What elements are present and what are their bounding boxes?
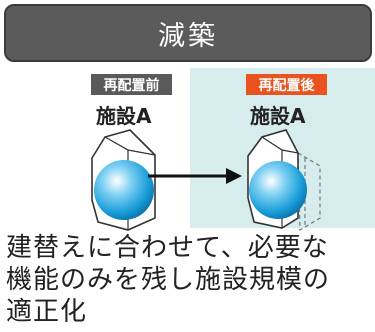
header-banner: 減築 bbox=[4, 4, 372, 62]
after-facility-label: 施設A bbox=[250, 104, 306, 128]
header-title: 減築 bbox=[158, 20, 218, 52]
description-line-1: 建替えに合わせて、必要な bbox=[6, 233, 329, 263]
after-sphere-icon bbox=[249, 161, 307, 219]
before-facility-label: 施設A bbox=[96, 104, 152, 128]
after-building-icon bbox=[247, 129, 321, 232]
before-building-icon bbox=[91, 129, 156, 231]
before-sphere-icon bbox=[94, 160, 154, 220]
description-line-3: 適正化 bbox=[6, 297, 88, 327]
before-tag: 再配置前 bbox=[91, 74, 172, 95]
arrow-icon bbox=[148, 168, 242, 184]
description-line-2: 機能のみを残し施設規模の bbox=[6, 265, 331, 295]
after-tag: 再配置後 bbox=[246, 74, 327, 95]
description-text: 建替えに合わせて、必要な 機能のみを残し施設規模の 適正化 bbox=[6, 232, 371, 328]
